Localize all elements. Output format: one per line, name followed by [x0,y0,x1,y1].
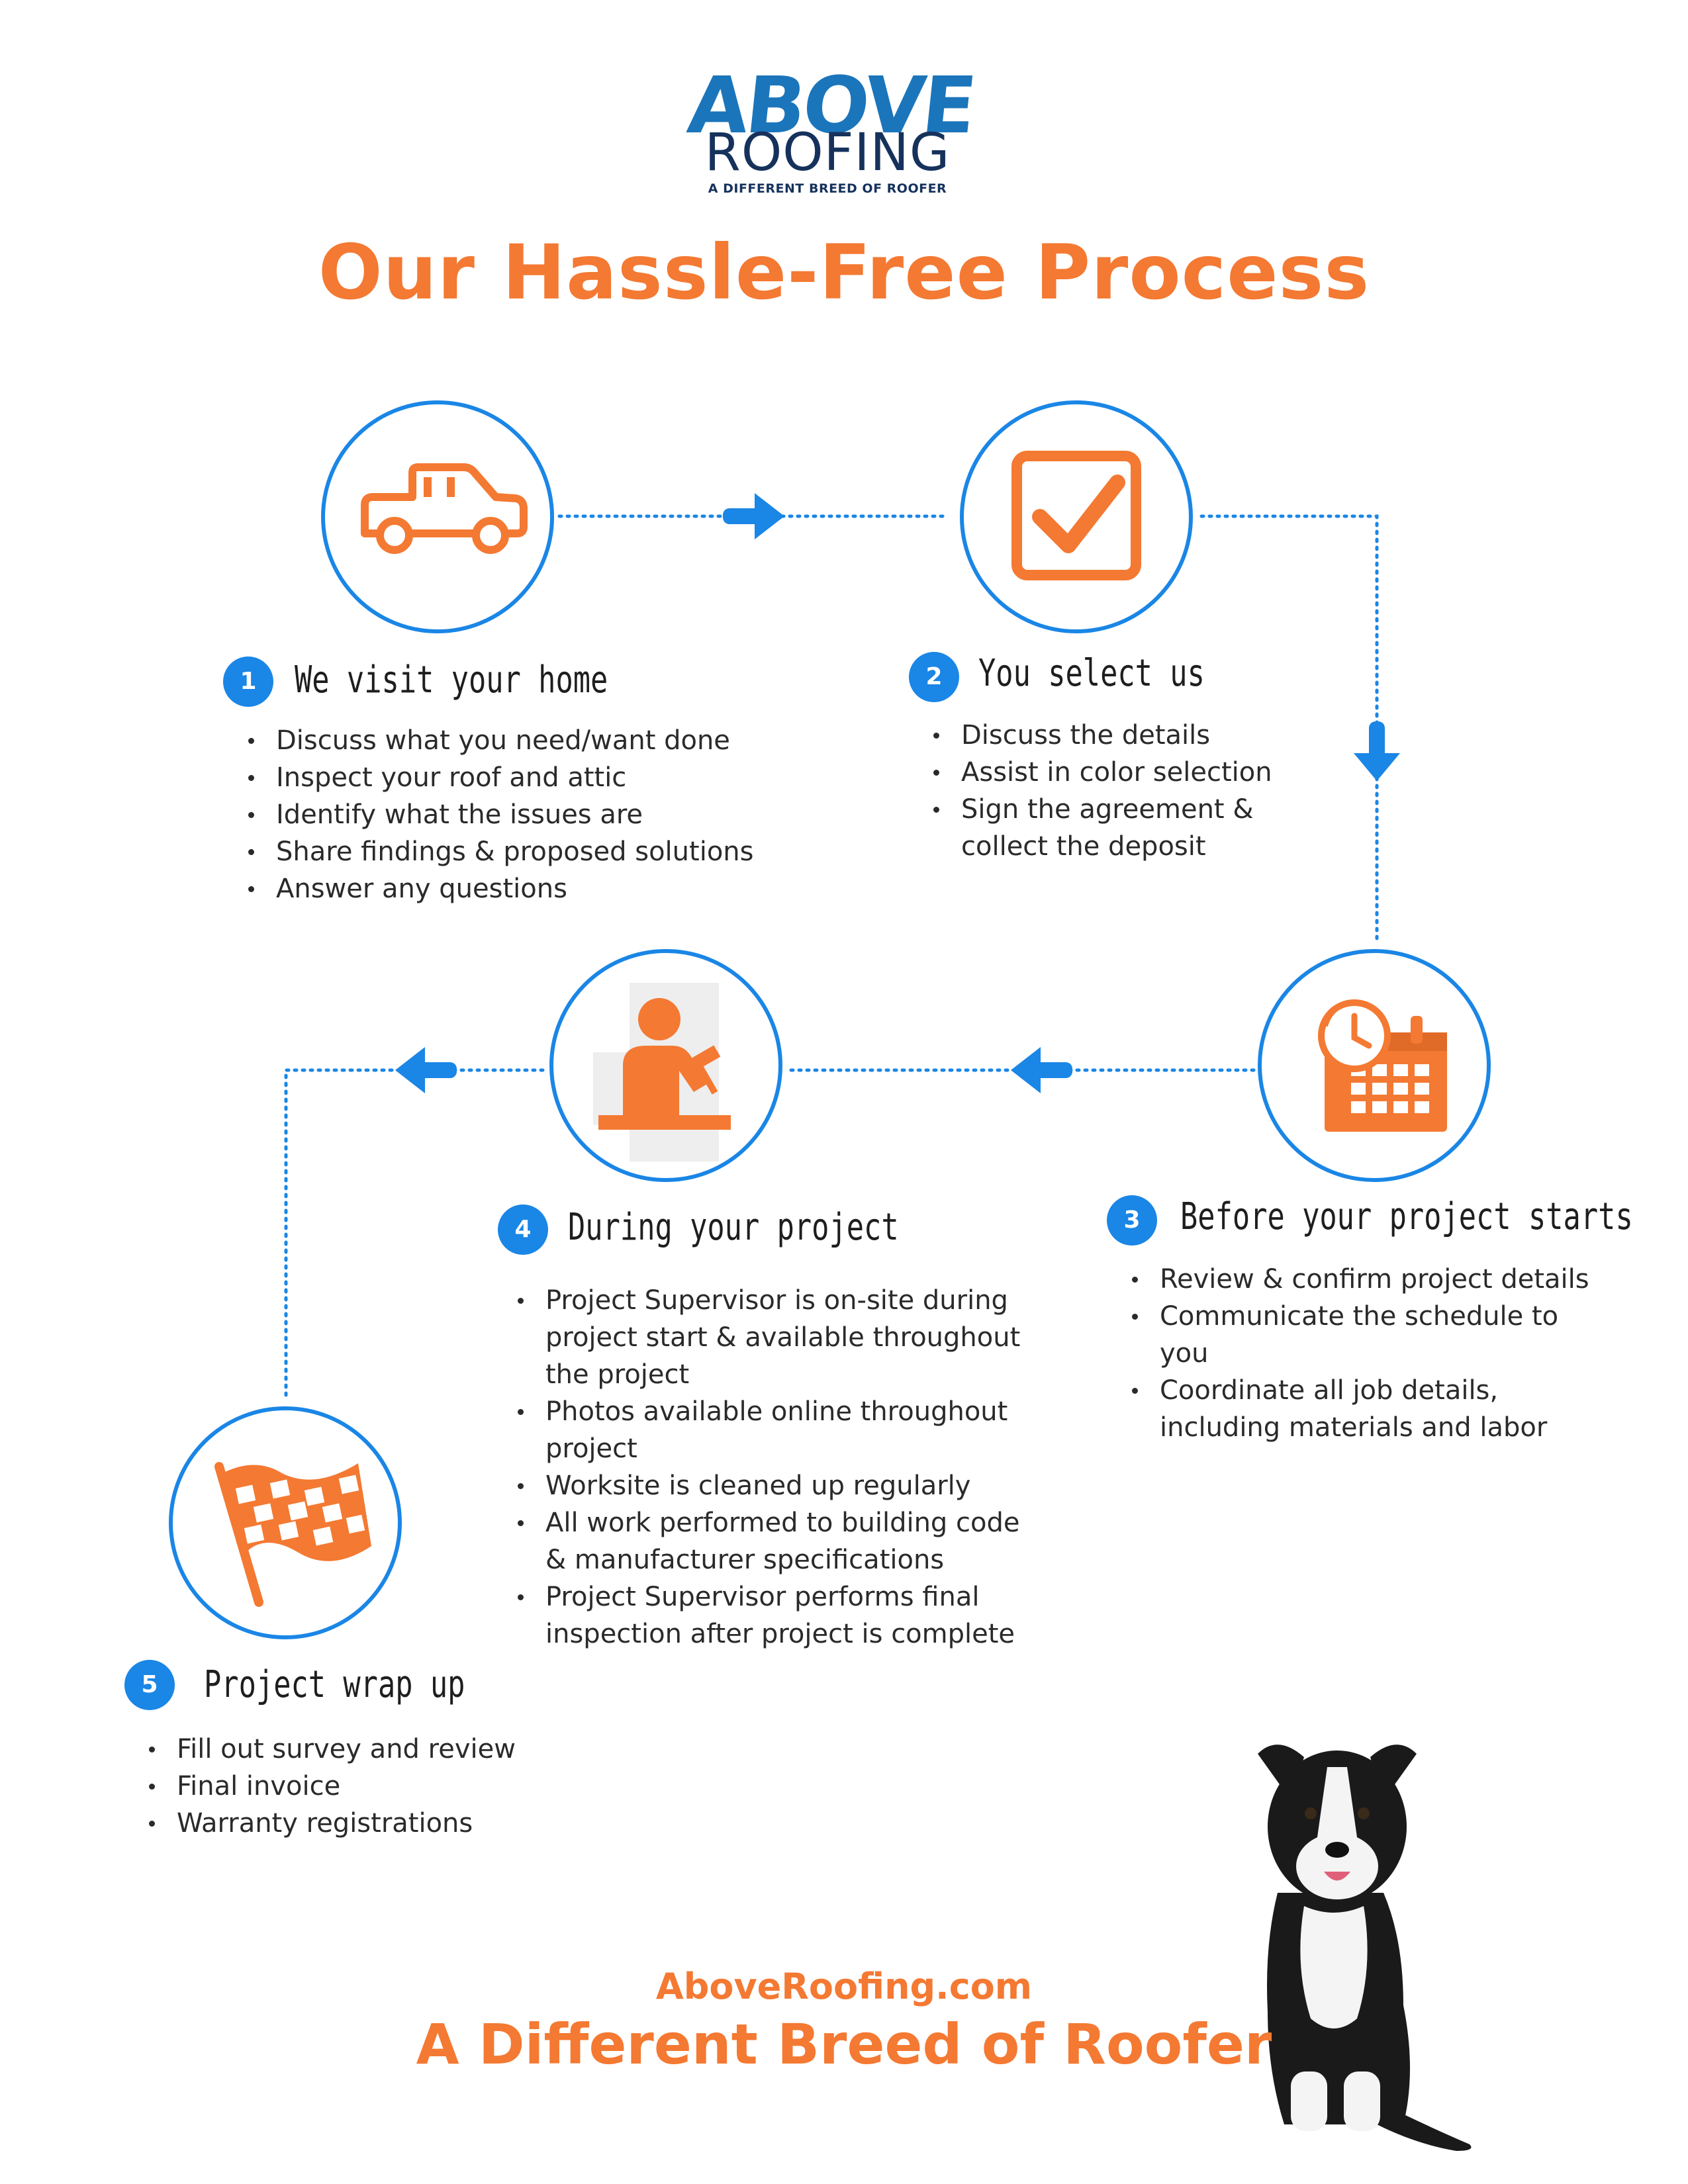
worker-hammer-icon [593,983,731,1161]
list-item: Review & confirm project details [1125,1261,1602,1298]
logo-roofing: ROOFING [704,123,951,183]
step-5-badge: 5 [124,1660,175,1710]
arrow-right-icon [723,493,784,539]
list-item: All work performed to building code & ma… [511,1504,1034,1578]
list-item: Discuss the details [927,717,1297,754]
step-2-list: Discuss the details Assist in color sele… [927,717,1297,865]
calendar-clock-icon [1318,999,1447,1132]
list-item: Answer any questions [242,870,784,907]
step-3-icon-circle [1258,949,1491,1182]
step-1-list: Discuss what you need/want done Inspect … [242,722,784,907]
list-item: Photos available online throughout proje… [511,1393,1034,1467]
list-item: Project Supervisor performs final inspec… [511,1578,1034,1653]
step-5-list: Fill out survey and review Final invoice… [142,1731,606,1842]
list-item: Fill out survey and review [142,1731,606,1768]
step-2-icon-circle [960,400,1193,633]
footer-tagline: A Different Breed of Roofer [416,2012,1272,2077]
step-1-title: We visit your home [295,659,608,702]
list-item: Final invoice [142,1768,606,1805]
step-5-icon-circle [169,1406,402,1639]
list-item: Discuss what you need/want done [242,722,784,759]
checkered-flag-icon [214,1462,371,1607]
list-item: Warranty registrations [142,1805,606,1842]
list-item: Identify what the issues are [242,796,784,833]
step-2-title: You select us [978,652,1205,695]
step-3-title: Before your project starts [1180,1195,1633,1238]
car-icon [361,463,528,554]
page-title: Our Hassle-Free Process [318,228,1370,316]
list-item: Project Supervisor is on-site during pro… [511,1282,1034,1393]
step-3-list: Review & confirm project details Communi… [1125,1261,1602,1446]
arrow-left-icon [1011,1047,1072,1093]
dog-mascot-image [1258,1745,1472,2151]
step-2-badge: 2 [909,652,959,702]
step-5-title: Project wrap up [204,1663,465,1706]
arrow-down-icon [1354,721,1400,781]
list-item: Worksite is cleaned up regularly [511,1467,1034,1504]
step-3-badge: 3 [1107,1195,1157,1246]
step-4-title: During your project [568,1206,899,1249]
checkbox-icon [1011,451,1141,580]
step-4-list: Project Supervisor is on-site during pro… [511,1282,1034,1653]
list-item: Communicate the schedule to you [1125,1298,1602,1372]
list-item: Assist in color selection [927,754,1297,791]
step-1-icon-circle [321,400,554,633]
logo-tagline: A DIFFERENT BREED OF ROOFER [708,181,947,196]
arrow-left-icon [395,1047,457,1093]
list-item: Share findings & proposed solutions [242,833,784,870]
footer-website-link[interactable]: AboveRoofing.com [655,1966,1033,2007]
list-item: Sign the agreement & collect the deposit [927,791,1297,865]
step-1-badge: 1 [223,657,273,707]
step-4-badge: 4 [498,1205,548,1255]
list-item: Inspect your roof and attic [242,759,784,796]
list-item: Coordinate all job details, including ma… [1125,1372,1602,1446]
step-4-icon-circle [549,949,782,1182]
